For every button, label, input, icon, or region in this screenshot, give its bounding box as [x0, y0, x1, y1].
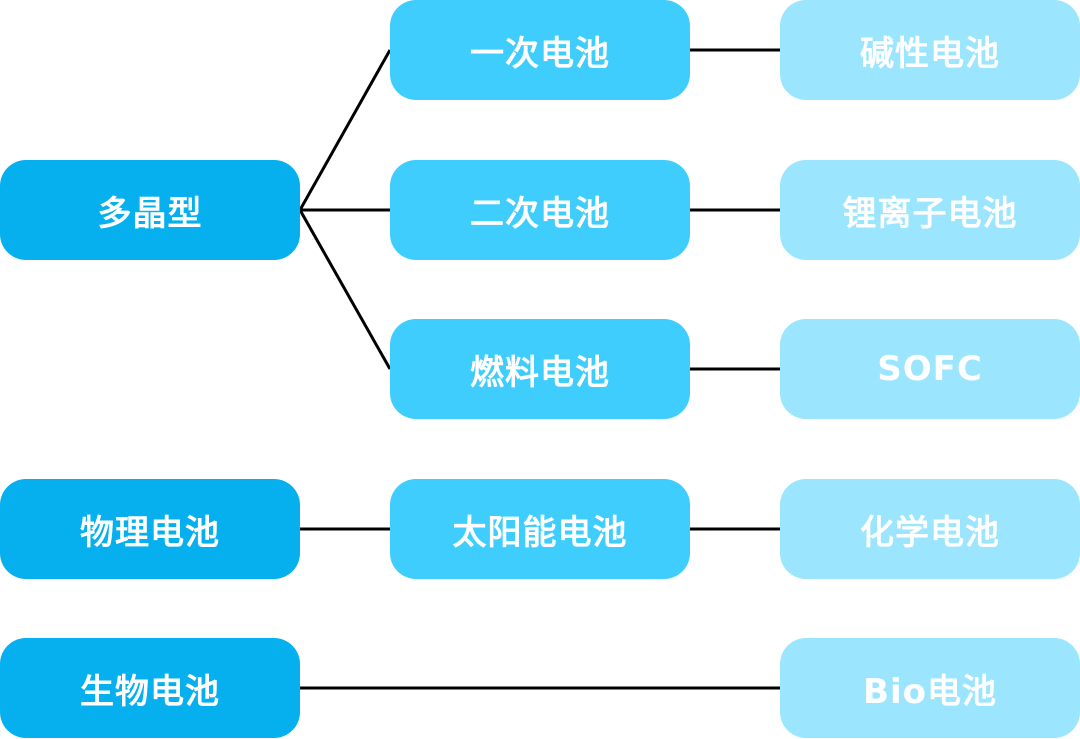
node-bio-cell: Bio电池 — [780, 638, 1080, 738]
node-physical-battery: 物理电池 — [0, 479, 300, 579]
node-alkaline-battery: 碱性电池 — [780, 0, 1080, 100]
node-chemical-battery: 化学电池 — [780, 479, 1080, 579]
connector-polycrystalline-to-primary — [298, 49, 392, 211]
node-solar-cell: 太阳能电池 — [390, 479, 690, 579]
node-bio-battery: 生物电池 — [0, 638, 300, 738]
node-sofc: SOFC — [780, 319, 1080, 419]
node-polycrystalline: 多晶型 — [0, 160, 300, 260]
node-secondary-battery: 二次电池 — [390, 160, 690, 260]
node-primary-battery: 一次电池 — [390, 0, 690, 100]
node-lithium-ion-battery: 锂离子电池 — [780, 160, 1080, 260]
node-fuel-cell: 燃料电池 — [390, 319, 690, 419]
connector-polycrystalline-to-fuel-cell — [298, 209, 392, 370]
